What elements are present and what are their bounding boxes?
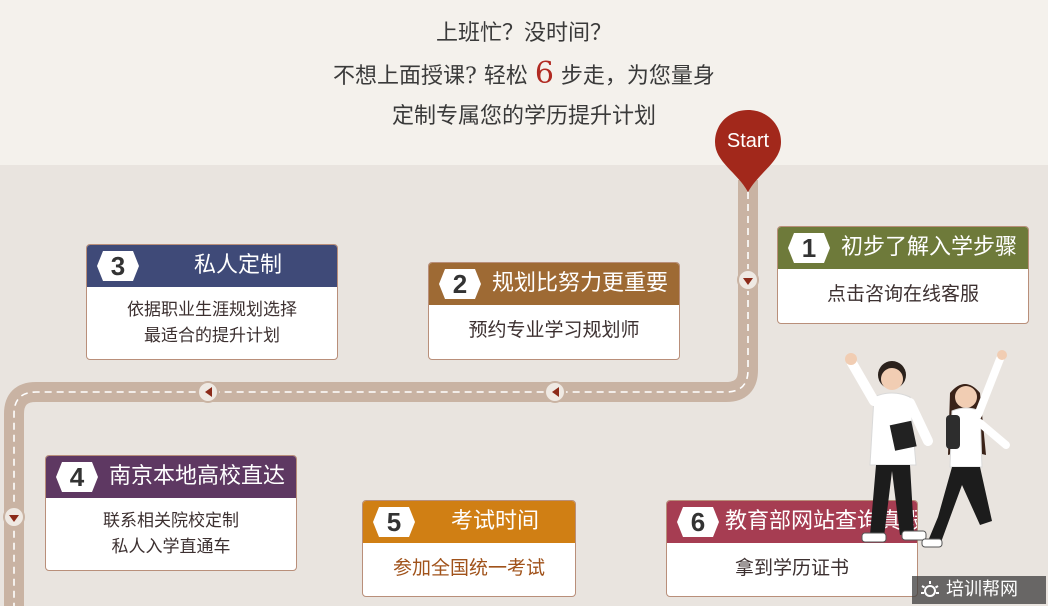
intro-step-count: 6 — [534, 56, 554, 91]
watermark: 培训帮网 — [912, 576, 1046, 604]
hexagon-badge-icon: 4 — [54, 460, 100, 494]
step-title: 初步了解入学步骤 — [840, 235, 1017, 260]
step-number: 3 — [110, 251, 126, 281]
step-header: 2 规划比努力更重要 — [429, 263, 679, 305]
watermark-text: 培训帮网 — [946, 579, 1018, 600]
hexagon-badge-icon: 5 — [371, 505, 417, 539]
step-desc: 点击咨询在线客服 — [778, 269, 1028, 307]
step-number: 2 — [452, 269, 468, 299]
intro-line-2: 不想上面授课? 轻松 6 步走，为您量身 — [0, 54, 1048, 97]
step-number: 1 — [801, 233, 817, 263]
step-desc-line: 最适合的提升计划 — [144, 326, 280, 346]
step-desc-line: 依据职业生涯规划选择 — [127, 300, 297, 320]
step-desc-line: 私人入学直通车 — [111, 537, 231, 557]
jumping-students-image — [845, 350, 1010, 548]
step-desc: 联系相关院校定制 私人入学直通车 — [46, 498, 296, 560]
step-desc-line: 拿到学历证书 — [734, 557, 849, 579]
intro-banner — [0, 0, 1048, 165]
intro-text: 上班忙？没时间？ 不想上面授课? 轻松 6 步走，为您量身 定制专属您的学历提升… — [0, 14, 1048, 137]
arrow-left-marker — [197, 381, 219, 403]
step-desc-line: 联系相关院校定制 — [103, 511, 239, 531]
step-header: 5 考试时间 — [363, 501, 575, 543]
hexagon-badge-icon: 1 — [786, 231, 832, 265]
step-title: 规划比努力更重要 — [491, 271, 668, 296]
step-title: 南京本地高校直达 — [108, 464, 285, 489]
step-card-3[interactable]: 3 私人定制 依据职业生涯规划选择 最适合的提升计划 — [86, 244, 338, 360]
hexagon-badge-icon: 3 — [95, 249, 141, 283]
step-title: 私人定制 — [193, 253, 282, 278]
step-desc: 参加全国统一考试 — [363, 543, 575, 581]
step-number: 6 — [690, 507, 706, 537]
arrow-left-marker — [544, 381, 566, 403]
step-card-1[interactable]: 1 初步了解入学步骤 点击咨询在线客服 — [777, 226, 1029, 324]
step-desc-line: 点击咨询在线客服 — [826, 283, 979, 305]
hexagon-badge-icon: 6 — [675, 505, 721, 539]
step-card-4[interactable]: 4 南京本地高校直达 联系相关院校定制 私人入学直通车 — [45, 455, 297, 571]
step-title: 考试时间 — [450, 509, 539, 534]
intro-line-2-before: 不想上面授课? 轻松 — [333, 64, 535, 89]
intro-line-3: 定制专属您的学历提升计划 — [391, 104, 656, 129]
map-pin-icon — [715, 110, 781, 192]
intro-line-2-after: 步走，为您量身 — [553, 64, 715, 89]
step-header: 4 南京本地高校直达 — [46, 456, 296, 498]
intro-line-1: 上班忙？没时间？ — [435, 21, 612, 46]
step-header: 3 私人定制 — [87, 245, 337, 287]
step-desc: 预约专业学习规划师 — [429, 305, 679, 343]
sun-logo-icon — [921, 581, 939, 597]
step-desc: 拿到学历证书 — [667, 543, 917, 581]
step-desc: 依据职业生涯规划选择 最适合的提升计划 — [87, 287, 337, 349]
step-card-2[interactable]: 2 规划比努力更重要 预约专业学习规划师 — [428, 262, 680, 360]
step-desc-line: 参加全国统一考试 — [392, 557, 545, 579]
step-desc-line: 预约专业学习规划师 — [468, 319, 640, 341]
step-header: 1 初步了解入学步骤 — [778, 227, 1028, 269]
step-number: 5 — [386, 507, 402, 537]
hexagon-badge-icon: 2 — [437, 267, 483, 301]
step-card-5[interactable]: 5 考试时间 参加全国统一考试 — [362, 500, 576, 597]
start-label: Start — [726, 130, 770, 152]
step-number: 4 — [69, 462, 85, 492]
start-pin: Start — [713, 108, 783, 194]
arrow-down-marker — [3, 506, 25, 528]
arrow-down-marker — [737, 269, 759, 291]
